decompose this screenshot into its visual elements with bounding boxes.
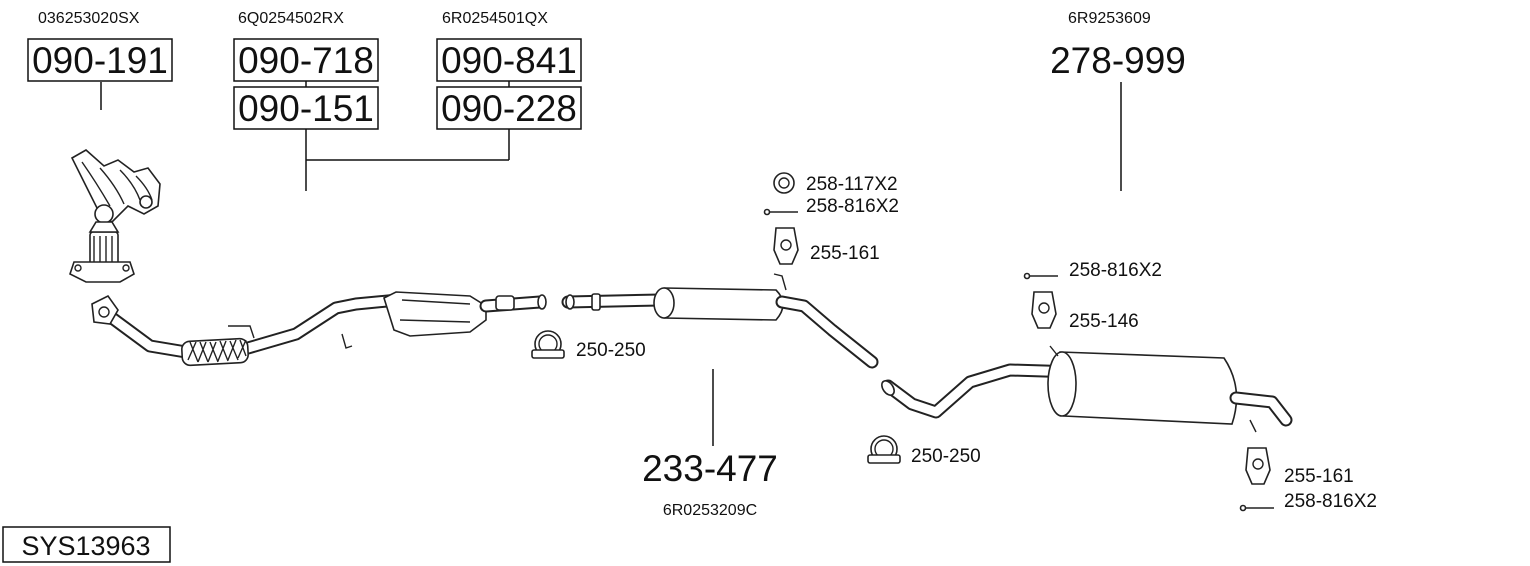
- front-clamp-icon: [531, 330, 565, 359]
- cat-a-lower-code: 090-151: [238, 88, 374, 129]
- clamp-rear-code: 250-250: [911, 446, 981, 467]
- cat-a-upper-box: [233, 38, 379, 82]
- hanger-rear-icon: [1031, 291, 1057, 329]
- clamp-front-code: 250-250: [576, 340, 646, 361]
- mid-box-oem-number: 6R0253209C: [663, 502, 757, 519]
- rear-silencer-drawing: [881, 345, 1293, 433]
- bolt-mid-icon: [763, 208, 798, 216]
- hanger-tail-code: 255-161: [1284, 466, 1354, 487]
- hanger-mid-icon: [773, 227, 799, 265]
- cat-a-lower-box: [233, 86, 379, 130]
- rear-box-oem-number: 6R9253609: [1068, 10, 1151, 27]
- front-pipe-drawing: [91, 293, 405, 367]
- bolt-rear-icon: [1023, 272, 1058, 280]
- ring-mid-code: 258-117X2: [806, 174, 898, 195]
- manifold-code-box: [27, 38, 173, 82]
- cat-b-lower-code: 090-228: [441, 88, 577, 129]
- catalyst-leader-bracket: [305, 129, 510, 191]
- exhaust-manifold-drawing: [69, 149, 161, 283]
- system-code-box: [2, 526, 171, 563]
- bolt-tail-code: 258-816X2: [1284, 491, 1377, 512]
- cat-a-oem-number: 6Q0254502RX: [238, 10, 344, 27]
- mid-box-code: 233-477: [642, 448, 778, 489]
- cat-b-oem-number: 6R0254501QX: [442, 10, 548, 27]
- cat-a-upper-code: 090-718: [238, 40, 374, 81]
- rear-box-code: 278-999: [1050, 40, 1186, 81]
- bolt-mid-code: 258-816X2: [806, 196, 899, 217]
- hanger-tail-icon: [1245, 447, 1271, 485]
- cat-b-upper-box: [436, 38, 582, 82]
- rear-clamp-icon: [867, 435, 901, 464]
- manifold-code: 090-191: [32, 40, 168, 81]
- manifold-oem-number: 036253020SX: [38, 10, 140, 27]
- catalytic-converter-drawing: [383, 291, 547, 337]
- middle-silencer-drawing: [561, 273, 879, 369]
- cat-b-upper-code: 090-841: [441, 40, 577, 81]
- hanger-mid-code: 255-161: [810, 243, 880, 264]
- ring-mid-icon: [773, 172, 795, 194]
- system-code: SYS13963: [21, 531, 150, 561]
- bolt-rear-code: 258-816X2: [1069, 260, 1162, 281]
- bolt-tail-icon: [1239, 504, 1274, 512]
- hanger-rear-code: 255-146: [1069, 311, 1139, 332]
